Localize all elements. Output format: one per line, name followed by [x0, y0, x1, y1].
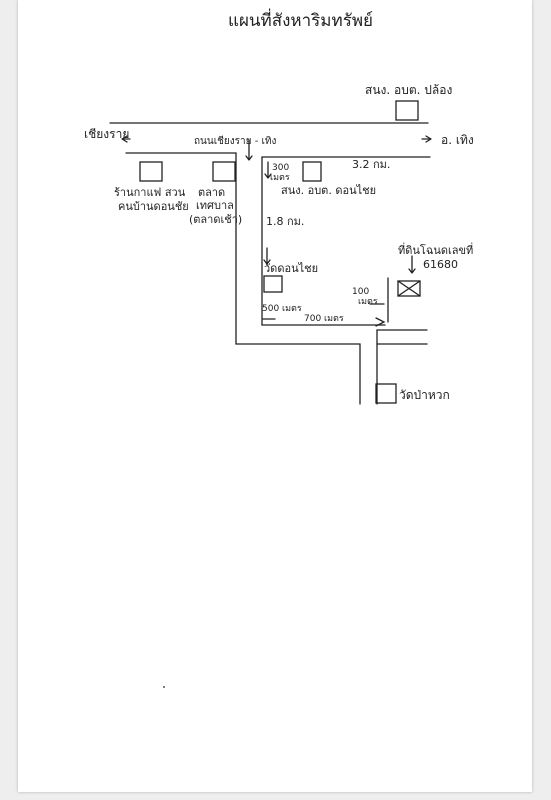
label-100m-unit: เมตร: [358, 297, 378, 307]
property-pointer: [408, 255, 416, 274]
label-left-destination: เชียงราย: [84, 127, 129, 141]
label-tambon-office: สนง. อบต. ปล้อง: [365, 83, 452, 97]
label-300m-unit: เมตร: [270, 173, 290, 183]
label-coffee-shop-line2: คนบ้านดอนชัย: [118, 200, 189, 213]
label-main-road: ถนนเชียงราย - เทิง: [194, 135, 276, 147]
label-market: ตลาด เทศบาล (ตลาดเช้า): [189, 186, 242, 226]
property-marker: [397, 280, 421, 297]
land-office-building: [302, 161, 322, 182]
market-building: [212, 161, 236, 182]
property-marker-cross-b: [397, 280, 421, 297]
pen-dot: [163, 686, 165, 688]
label-right-destination: อ. เทิง: [441, 133, 474, 147]
temple-donchai-building: [263, 275, 283, 293]
label-coffee-shop-line1: ร้านกาแฟ สวน: [114, 186, 186, 199]
label-temple-pahuak: วัดป่าหวก: [399, 388, 450, 402]
label-300m: 300 เมตร: [270, 163, 292, 183]
temple-pahuak-building: [375, 383, 397, 404]
tambon-office-building: [395, 100, 419, 121]
arrow-left: [121, 135, 131, 143]
map-title: แผนที่สังหาริมทรัพย์: [228, 8, 373, 31]
distance-arrow-1-8: [263, 247, 271, 265]
distance-arrow-300: [264, 161, 272, 179]
label-100m-value: 100: [352, 287, 369, 297]
label-100m: 100 เมตร: [352, 287, 378, 307]
label-property-line2: 61680: [423, 258, 458, 271]
label-1-8km: 1.8 กม.: [266, 215, 304, 228]
label-300m-value: 300: [272, 163, 289, 173]
label-700m: 700 เมตร: [304, 314, 344, 324]
paper: [18, 0, 532, 792]
label-property-line1: ที่ดินโฉนดเลขที่: [398, 242, 473, 257]
distance-arrow-700: [375, 317, 386, 327]
arrow-down-road: [245, 139, 253, 161]
arrow-right: [421, 135, 432, 143]
label-market-line3: (ตลาดเช้า): [189, 213, 242, 226]
label-temple-donchai: วัดดอนไชย: [264, 262, 318, 275]
label-coffee-shop: ร้านกาแฟ สวน คนบ้านดอนชัย: [114, 186, 189, 213]
label-500m: 500 เมตร: [262, 304, 302, 314]
label-market-line2: เทศบาล: [196, 199, 234, 212]
label-market-line1: ตลาด: [198, 186, 225, 199]
label-3-2km: 3.2 กม.: [352, 158, 390, 171]
label-land-office: สนง. อบต. ดอนไชย: [281, 184, 376, 197]
coffee-shop-building: [139, 161, 163, 182]
label-property: ที่ดินโฉนดเลขที่ 61680: [398, 242, 477, 271]
